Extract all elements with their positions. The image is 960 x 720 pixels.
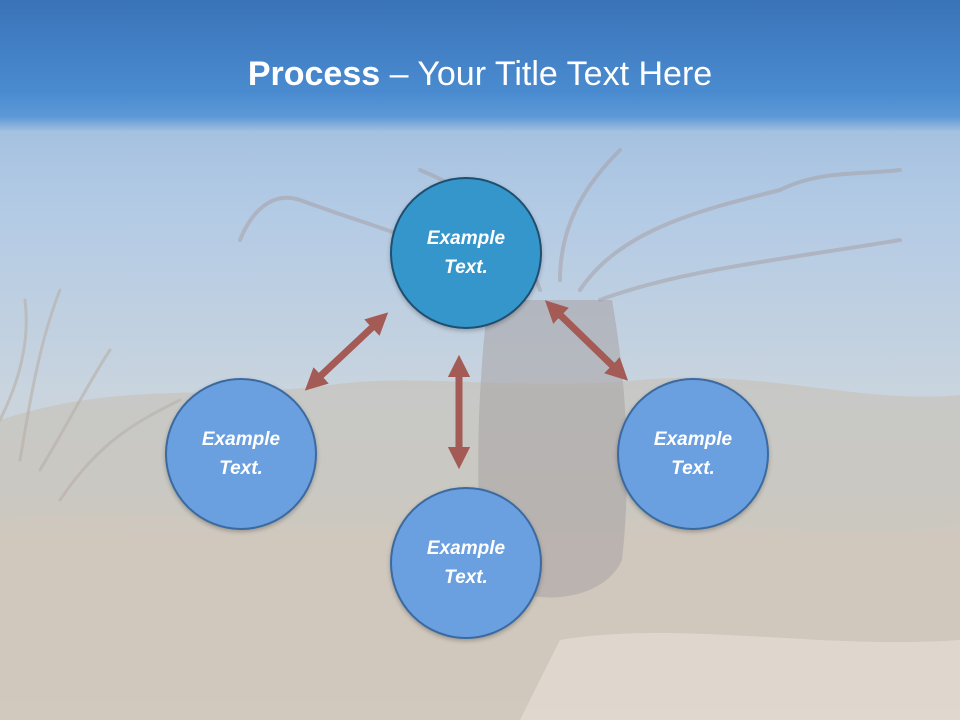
node-bottom-label: Example Text. bbox=[426, 538, 506, 588]
title-rest: – Your Title Text Here bbox=[380, 55, 713, 93]
title-bar bbox=[0, 0, 960, 132]
arrow-top-left bbox=[304, 312, 389, 391]
arrow-top-right bbox=[544, 300, 629, 381]
node-left-label: Example Text. bbox=[201, 429, 281, 479]
node-left: Example Text. bbox=[165, 378, 317, 530]
node-top-label: Example Text. bbox=[426, 228, 506, 278]
node-top: Example Text. bbox=[390, 177, 542, 329]
node-right-label: Example Text. bbox=[653, 429, 733, 479]
title-bold: Process bbox=[247, 55, 381, 93]
node-bottom: Example Text. bbox=[390, 487, 542, 639]
node-right: Example Text. bbox=[617, 378, 769, 530]
slide-title: Process – Your Title Text Here bbox=[0, 52, 960, 96]
